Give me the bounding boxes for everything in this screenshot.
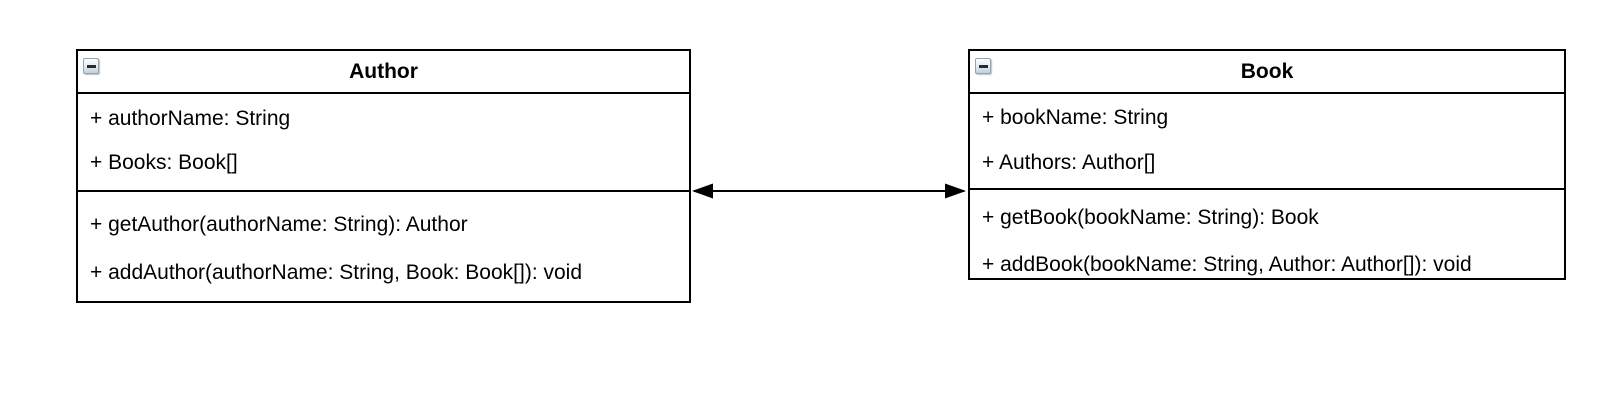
collapse-button[interactable]	[83, 58, 99, 74]
arrowhead-left-icon	[692, 183, 713, 199]
arrowhead-right-icon	[945, 183, 966, 199]
class-header-book[interactable]: Book	[970, 51, 1564, 94]
class-title: Book	[1240, 59, 1294, 83]
attributes-section: + authorName: String + Books: Book[]	[78, 94, 689, 192]
method-row[interactable]: + getAuthor(authorName: String): Author	[90, 213, 468, 236]
minus-icon	[978, 64, 988, 68]
attribute-row[interactable]: + Books: Book[]	[90, 151, 238, 174]
class-box-book[interactable]: Book + bookName: String + Authors: Autho…	[968, 49, 1566, 280]
class-header-author[interactable]: Author	[78, 51, 689, 94]
attribute-row[interactable]: + bookName: String	[982, 106, 1169, 129]
attributes-section: + bookName: String + Authors: Author[]	[970, 94, 1564, 190]
method-row[interactable]: + getBook(bookName: String): Book	[982, 206, 1319, 229]
methods-section: + getBook(bookName: String): Book + addB…	[970, 190, 1564, 278]
attribute-row[interactable]: + Authors: Author[]	[982, 151, 1156, 174]
methods-section: + getAuthor(authorName: String): Author …	[78, 192, 689, 301]
attribute-row[interactable]: + authorName: String	[90, 107, 291, 130]
method-row[interactable]: + addAuthor(authorName: String, Book: Bo…	[90, 261, 583, 284]
class-title: Author	[349, 59, 418, 83]
class-box-author[interactable]: Author + authorName: String + Books: Boo…	[76, 49, 691, 303]
method-row[interactable]: + addBook(bookName: String, Author: Auth…	[982, 253, 1472, 276]
collapse-button[interactable]	[975, 58, 991, 74]
minus-icon	[86, 64, 96, 68]
